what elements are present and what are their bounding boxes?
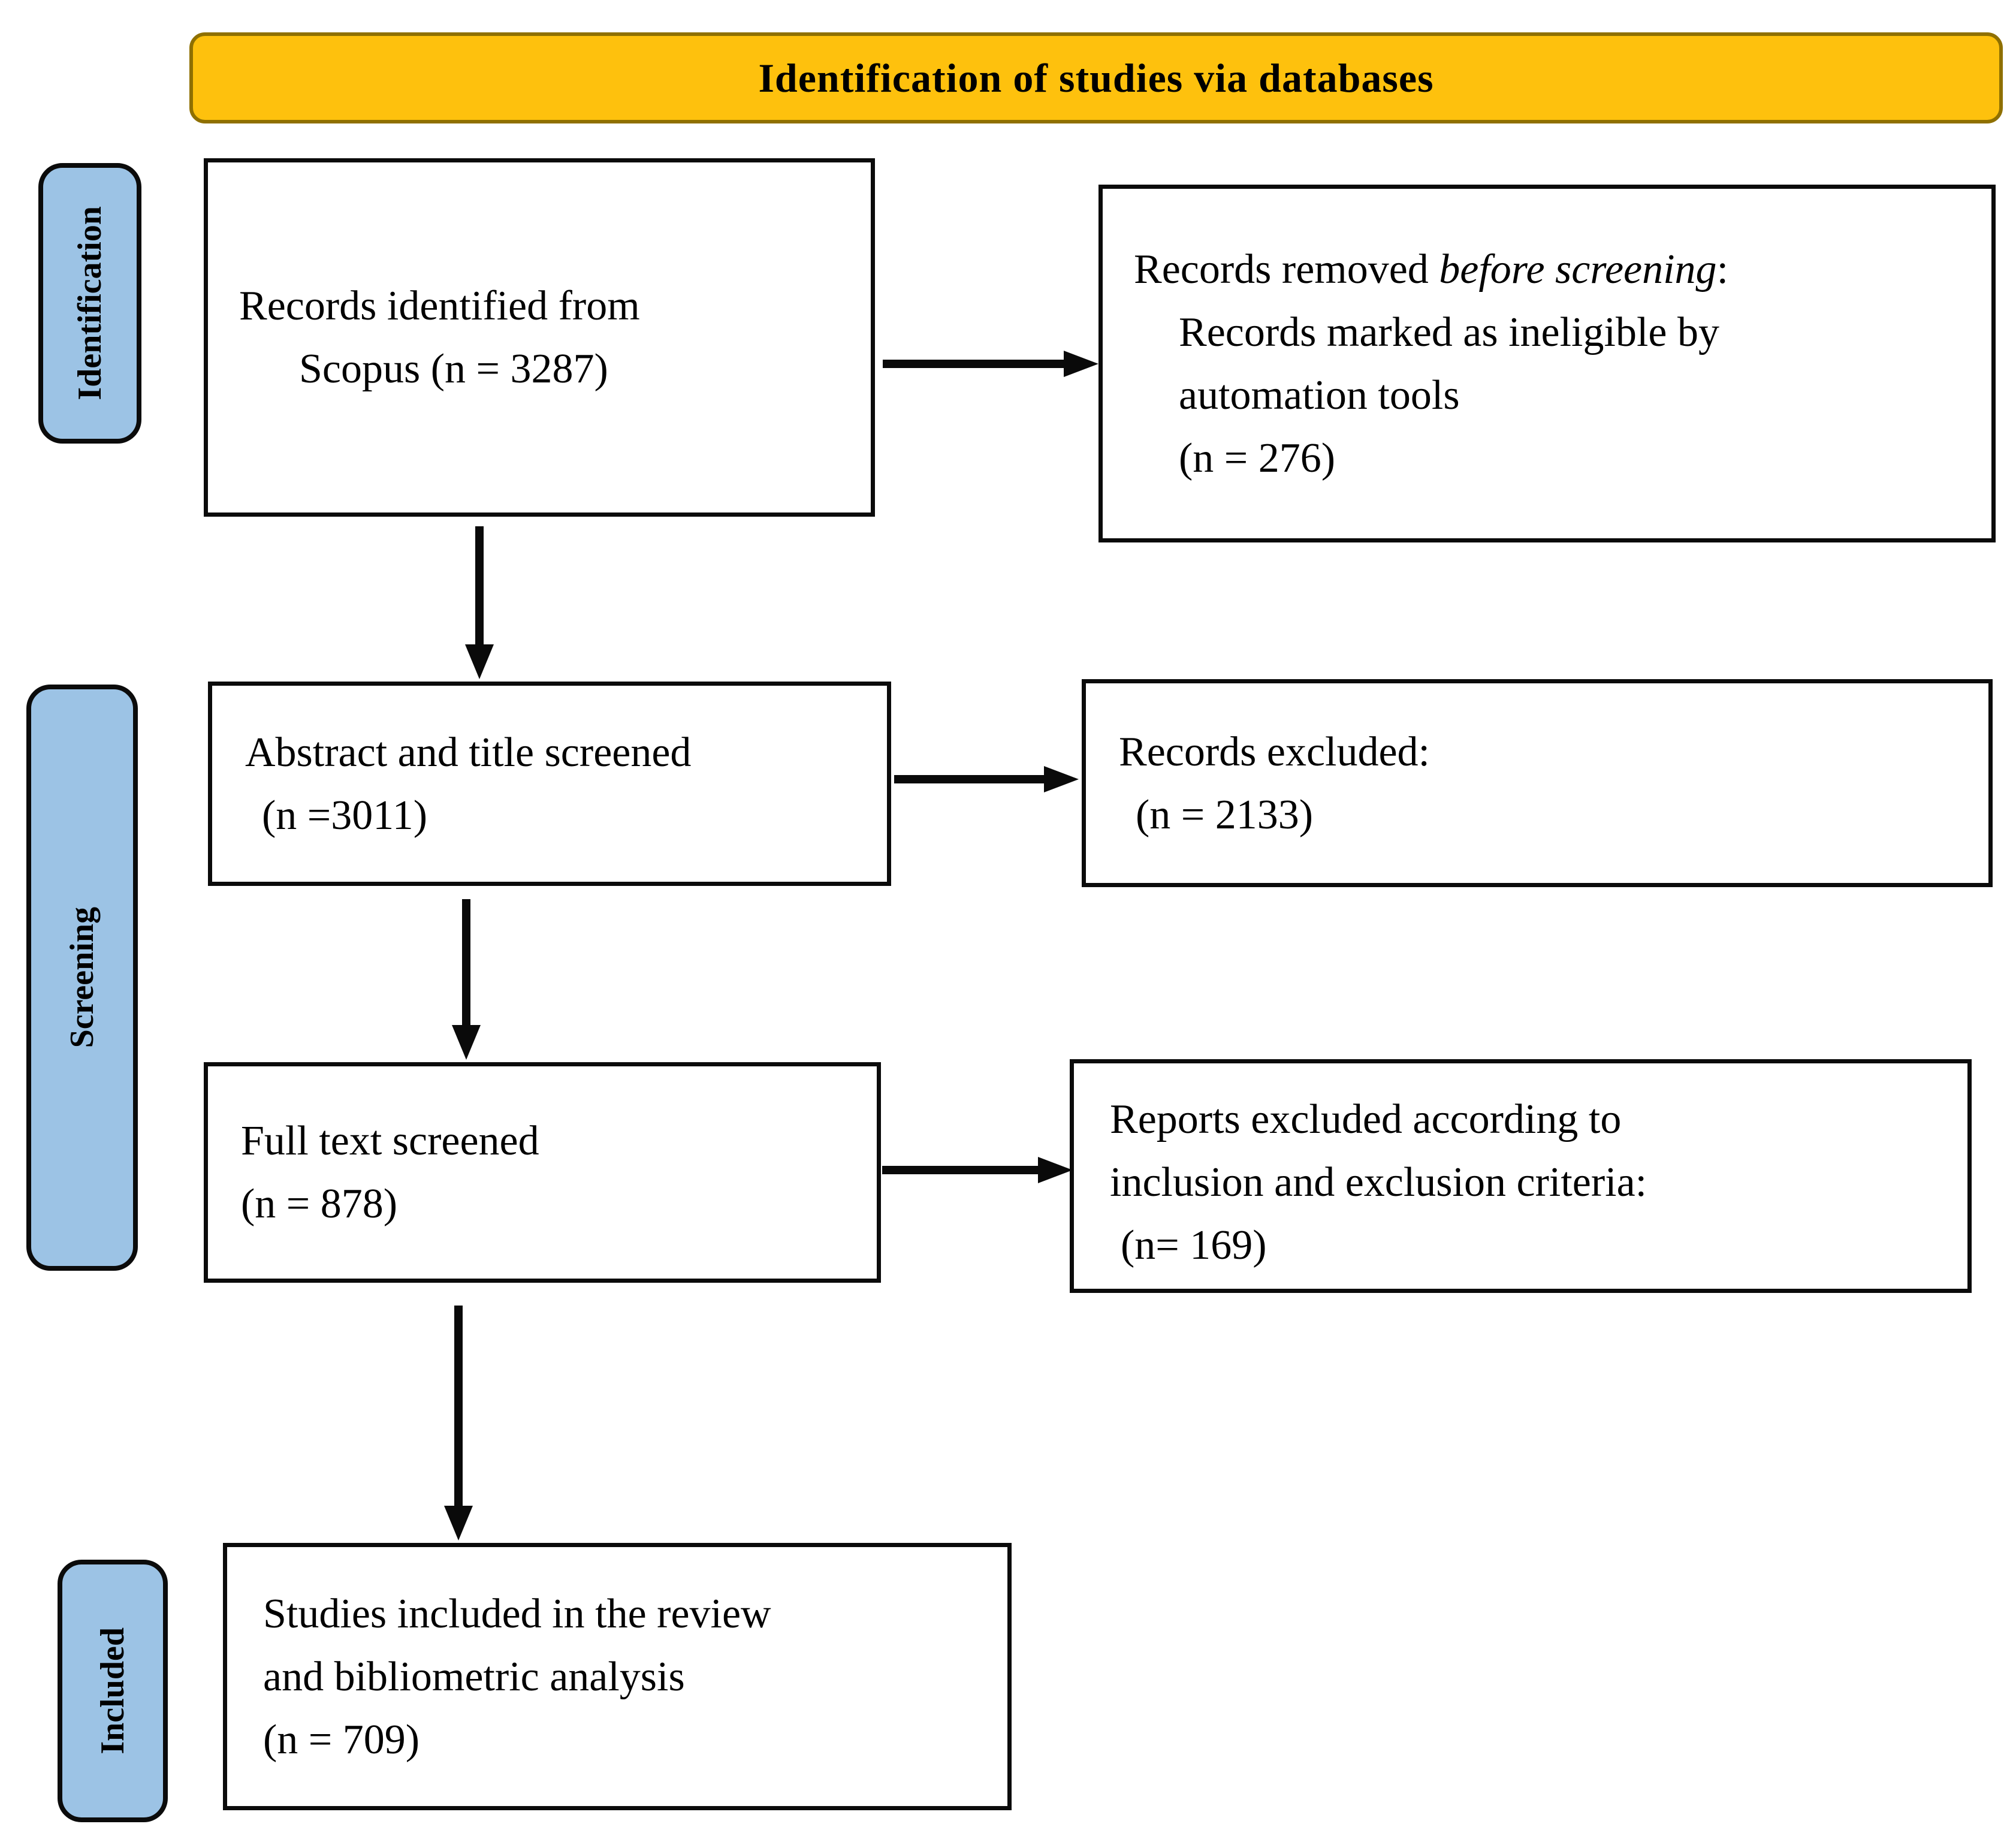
box-reports-excluded: Reports excluded according to inclusion …	[1070, 1059, 1972, 1293]
stage-label-screening: Screening	[26, 685, 138, 1271]
box-text-segment-italic: before screening	[1439, 246, 1717, 293]
arrow-head	[465, 644, 494, 679]
stage-label-included-text: Included	[94, 1627, 131, 1754]
box-text-line: Scopus (n = 3287)	[299, 346, 608, 392]
arrow-shaft	[462, 899, 470, 1029]
box-text-line: (n= 169)	[1121, 1222, 1267, 1268]
box-text-line: (n =3011)	[262, 792, 428, 839]
arrow-shaft	[454, 1306, 463, 1509]
box-text-segment: Records removed	[1134, 246, 1439, 293]
box-text-line: Reports excluded according to	[1110, 1096, 1622, 1142]
arrow-shaft	[882, 1166, 1043, 1174]
arrow-shaft	[475, 526, 484, 648]
arrow-head	[1064, 351, 1098, 377]
box-text-line: Records removed before screening:	[1134, 238, 1991, 301]
arrow-head	[452, 1025, 481, 1060]
box-text-line: and bibliometric analysis	[263, 1653, 685, 1700]
box-studies-included: Studies included in the review and bibli…	[223, 1543, 1012, 1810]
arrow-identified-to-abstract	[465, 526, 494, 679]
stage-label-included: Included	[58, 1560, 168, 1822]
box-text-line: inclusion and exclusion criteria:	[1110, 1159, 1647, 1205]
box-text-line: Records excluded:	[1119, 728, 1430, 775]
arrow-shaft	[883, 360, 1069, 368]
arrow-fulltext-to-included	[444, 1306, 473, 1540]
arrow-fulltext-to-reports	[882, 1157, 1073, 1183]
banner: Identification of studies via databases	[189, 32, 2003, 123]
box-text-line: (n = 276)	[1179, 435, 1336, 481]
box-text-segment: :	[1716, 246, 1729, 293]
banner-title: Identification of studies via databases	[758, 55, 1434, 101]
box-text-line: Records identified from	[239, 283, 640, 329]
arrow-abstract-to-fulltext	[452, 899, 481, 1060]
arrow-identified-to-removed	[883, 351, 1098, 377]
box-records-excluded: Records excluded: (n = 2133)	[1082, 679, 1993, 887]
arrow-shaft	[894, 775, 1049, 783]
arrow-head	[444, 1506, 473, 1540]
box-records-removed: Records removed before screening: Record…	[1098, 185, 1996, 542]
box-text-line: (n = 2133)	[1136, 791, 1314, 838]
box-abstract-screened: Abstract and title screened (n =3011)	[208, 682, 891, 886]
box-text-line: Studies included in the review	[263, 1590, 771, 1637]
arrow-head	[1038, 1157, 1073, 1183]
stage-label-identification-text: Identification	[71, 206, 108, 400]
box-fulltext-screened: Full text screened (n = 878)	[204, 1062, 881, 1283]
box-text-line: automation tools	[1179, 372, 1460, 418]
box-records-identified: Records identified from Scopus (n = 3287…	[204, 158, 875, 517]
box-text-line: (n = 709)	[263, 1716, 420, 1763]
stage-label-identification: Identification	[38, 163, 141, 444]
box-text-line: (n = 878)	[241, 1181, 398, 1227]
box-text-line: Abstract and title screened	[245, 729, 692, 776]
box-text-line: Full text screened	[241, 1118, 539, 1164]
box-text-line: Records marked as ineligible by	[1179, 309, 1719, 355]
arrow-head	[1044, 766, 1079, 792]
stage-label-screening-text: Screening	[64, 907, 101, 1048]
arrow-abstract-to-excluded	[894, 766, 1079, 792]
